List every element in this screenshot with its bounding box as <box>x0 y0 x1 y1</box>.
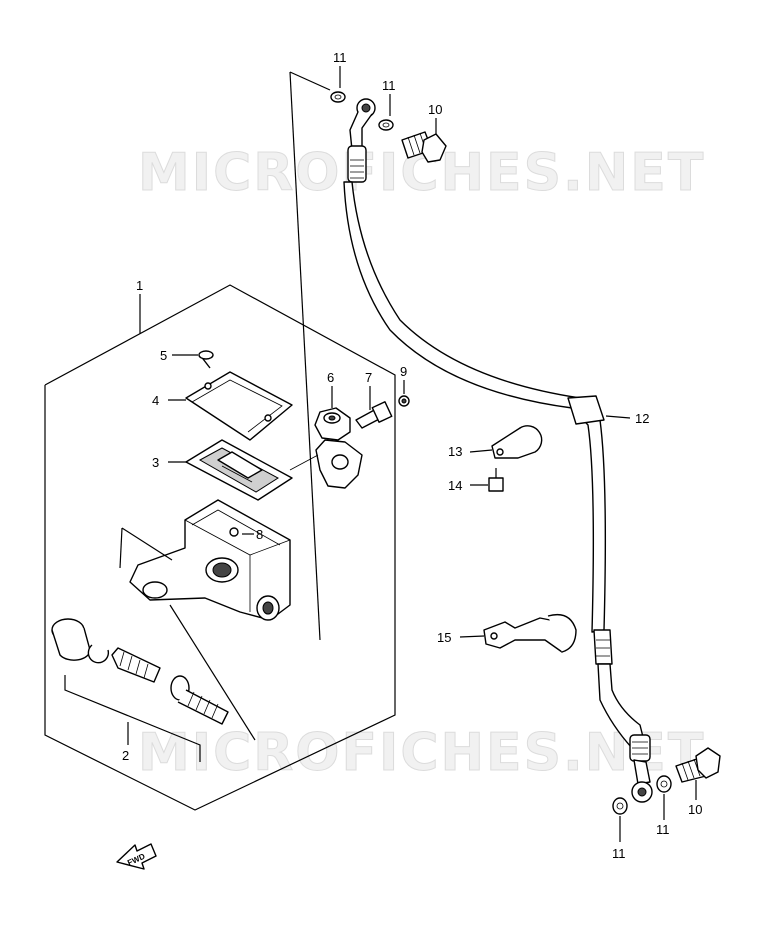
callout-7: 7 <box>365 370 372 385</box>
callout-14: 14 <box>448 478 462 493</box>
callout-13: 13 <box>448 444 462 459</box>
cap-nut[interactable] <box>398 380 410 407</box>
callout-8: 8 <box>256 527 263 542</box>
callout-11-top-right: 11 <box>382 78 396 93</box>
callout-4: 4 <box>152 393 159 408</box>
callout-15: 15 <box>437 630 451 645</box>
master-cylinder-body[interactable] <box>119 499 291 741</box>
callout-5: 5 <box>160 348 167 363</box>
washer-top-left[interactable] <box>330 66 346 103</box>
union-bolt[interactable] <box>355 386 393 429</box>
watermark-bottom: MICROFICHES.NET <box>138 723 705 783</box>
washer-top-right[interactable] <box>378 94 394 131</box>
callout-11-top-left: 11 <box>333 50 347 65</box>
callout-9: 9 <box>400 364 407 379</box>
hose-bracket[interactable] <box>459 613 577 653</box>
washer-bottom-left[interactable] <box>612 797 628 842</box>
reservoir-cap[interactable] <box>168 371 293 441</box>
fwd-arrow-icon: FWD <box>116 843 157 870</box>
callout-3: 3 <box>152 455 159 470</box>
hose-clamp[interactable] <box>469 425 543 459</box>
assembly-outline <box>44 71 396 811</box>
callout-1: 1 <box>136 278 143 293</box>
callout-10-top: 10 <box>428 102 442 117</box>
clamp-bolt[interactable] <box>470 468 504 492</box>
union-bolt-bottom[interactable] <box>675 747 721 800</box>
washer-bottom-right[interactable] <box>656 775 672 820</box>
callout-10-bottom: 10 <box>688 802 702 817</box>
brake-hose[interactable] <box>343 98 653 803</box>
callout-6: 6 <box>327 370 334 385</box>
union-bolt-top[interactable] <box>401 118 447 163</box>
callout-11-bottom-right: 11 <box>656 822 670 837</box>
hose-union[interactable] <box>289 386 363 489</box>
piston-kit[interactable] <box>51 618 229 762</box>
callout-11-bottom-left: 11 <box>612 846 626 861</box>
cap-screw[interactable] <box>172 350 214 369</box>
diaphragm[interactable] <box>168 439 293 501</box>
callout-2: 2 <box>122 748 129 763</box>
callout-12: 12 <box>635 411 649 426</box>
